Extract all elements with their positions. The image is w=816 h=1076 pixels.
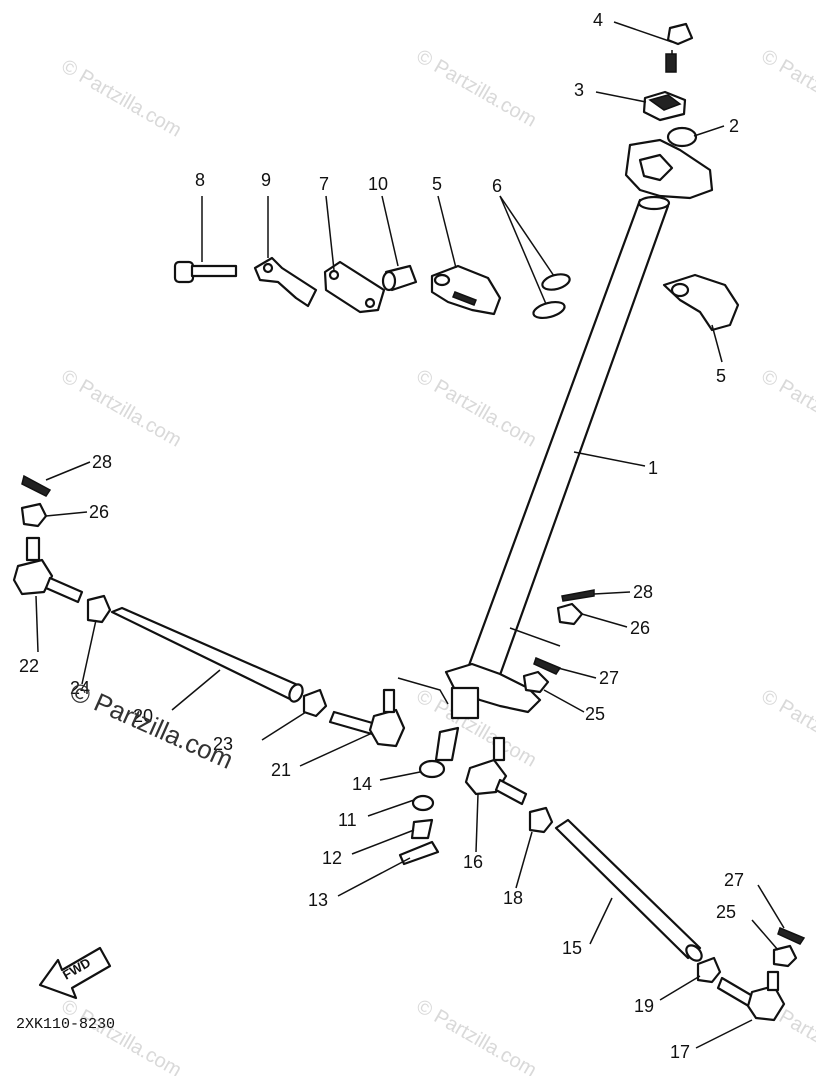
- callout-1[interactable]: 1: [648, 458, 658, 478]
- cotter-pin-27-right[interactable]: [777, 926, 806, 945]
- callout-17[interactable]: 17: [670, 1042, 690, 1062]
- callout-11[interactable]: 11: [338, 810, 357, 830]
- callout-2[interactable]: 2: [729, 116, 739, 136]
- callout-3[interactable]: 3: [574, 80, 584, 100]
- nut-25-right[interactable]: [772, 944, 798, 968]
- watermark-grid: © Partzilla.com © Partzilla.com © Partzi…: [58, 45, 816, 1076]
- bolt-8[interactable]: [173, 260, 238, 284]
- locknut-24[interactable]: [86, 594, 112, 624]
- callout-24[interactable]: 24: [70, 678, 90, 698]
- callout-22[interactable]: 22: [19, 656, 39, 676]
- watermark: © Partzilla.com: [58, 55, 186, 141]
- tie-rod-end-17[interactable]: [716, 970, 786, 1022]
- locknut-23[interactable]: [302, 688, 328, 718]
- callout-numbers: 1 2 3 4 5 5 6 7 8 9 10 11 12 13 14 15 16…: [19, 10, 744, 1062]
- callout-4[interactable]: 4: [593, 10, 603, 30]
- partzilla-watermark: © Partzilla.com: [66, 676, 238, 775]
- callout-28[interactable]: 28: [633, 582, 653, 602]
- watermark: © Partzilla.com: [758, 45, 816, 131]
- callout-12[interactable]: 12: [322, 848, 342, 868]
- callout-8[interactable]: 8: [195, 170, 205, 190]
- watermark: © Partzilla.com: [758, 365, 816, 451]
- leader-lines: [35, 21, 785, 1049]
- callout-9[interactable]: 9: [261, 170, 271, 190]
- tie-rod-end-22[interactable]: [12, 536, 84, 604]
- nut-26-left[interactable]: [20, 502, 48, 528]
- callout-15[interactable]: 15: [562, 938, 582, 958]
- watermark: © Partzilla.com: [58, 995, 186, 1076]
- handlebar-holder-lower[interactable]: [662, 273, 740, 332]
- handlebar-holder-upper[interactable]: [624, 22, 714, 200]
- tie-rod-20[interactable]: [110, 606, 305, 704]
- watermark: © Partzilla.com: [58, 365, 186, 451]
- forward-arrow-icon: FWD: [38, 946, 112, 1000]
- tie-rod-end-21[interactable]: [328, 688, 406, 748]
- callout-23[interactable]: 23: [213, 734, 233, 754]
- plate-7[interactable]: [323, 260, 386, 314]
- callout-5[interactable]: 5: [716, 366, 726, 386]
- holder-5-left[interactable]: [430, 264, 502, 316]
- callout-10[interactable]: 10: [368, 174, 388, 194]
- callout-27[interactable]: 27: [724, 870, 744, 890]
- callout-18[interactable]: 18: [503, 888, 523, 908]
- tie-rod-15[interactable]: [554, 818, 705, 964]
- bushing-6[interactable]: [532, 272, 572, 321]
- callout-28[interactable]: 28: [92, 452, 112, 472]
- collar-10[interactable]: [381, 264, 418, 292]
- callout-25[interactable]: 25: [716, 902, 736, 922]
- callout-5[interactable]: 5: [432, 174, 442, 194]
- locknut-19[interactable]: [696, 956, 722, 984]
- callout-20[interactable]: 20: [133, 706, 153, 726]
- callout-19[interactable]: 19: [634, 996, 654, 1016]
- callout-14[interactable]: 14: [352, 774, 372, 794]
- bracket-9[interactable]: [253, 256, 318, 308]
- callout-27[interactable]: 27: [599, 668, 619, 688]
- callout-21[interactable]: 21: [271, 760, 291, 780]
- nut-25-center[interactable]: [522, 670, 550, 694]
- watermark: © Partzilla.com: [413, 365, 541, 451]
- callout-25[interactable]: 25: [585, 704, 605, 724]
- cotter-pin-28-right[interactable]: [561, 589, 595, 602]
- nut-26-right[interactable]: [556, 602, 584, 626]
- callout-26[interactable]: 26: [630, 618, 650, 638]
- watermark: © Partzilla.com: [758, 685, 816, 771]
- steering-column[interactable]: [466, 195, 671, 677]
- callout-6[interactable]: 6: [492, 176, 502, 196]
- callout-16[interactable]: 16: [463, 852, 483, 872]
- cotter-pin-28-left[interactable]: [21, 474, 52, 497]
- watermark: © Partzilla.com: [413, 995, 541, 1076]
- callout-26[interactable]: 26: [89, 502, 109, 522]
- locknut-18[interactable]: [528, 806, 554, 834]
- watermark: © Partzilla.com: [413, 45, 541, 131]
- callout-13[interactable]: 13: [308, 890, 328, 910]
- diagram-code: 2XK110-8230: [16, 1016, 115, 1033]
- tie-rod-end-16[interactable]: [464, 736, 528, 806]
- callout-7[interactable]: 7: [319, 174, 329, 194]
- cotter-pin-27-center[interactable]: [533, 656, 562, 675]
